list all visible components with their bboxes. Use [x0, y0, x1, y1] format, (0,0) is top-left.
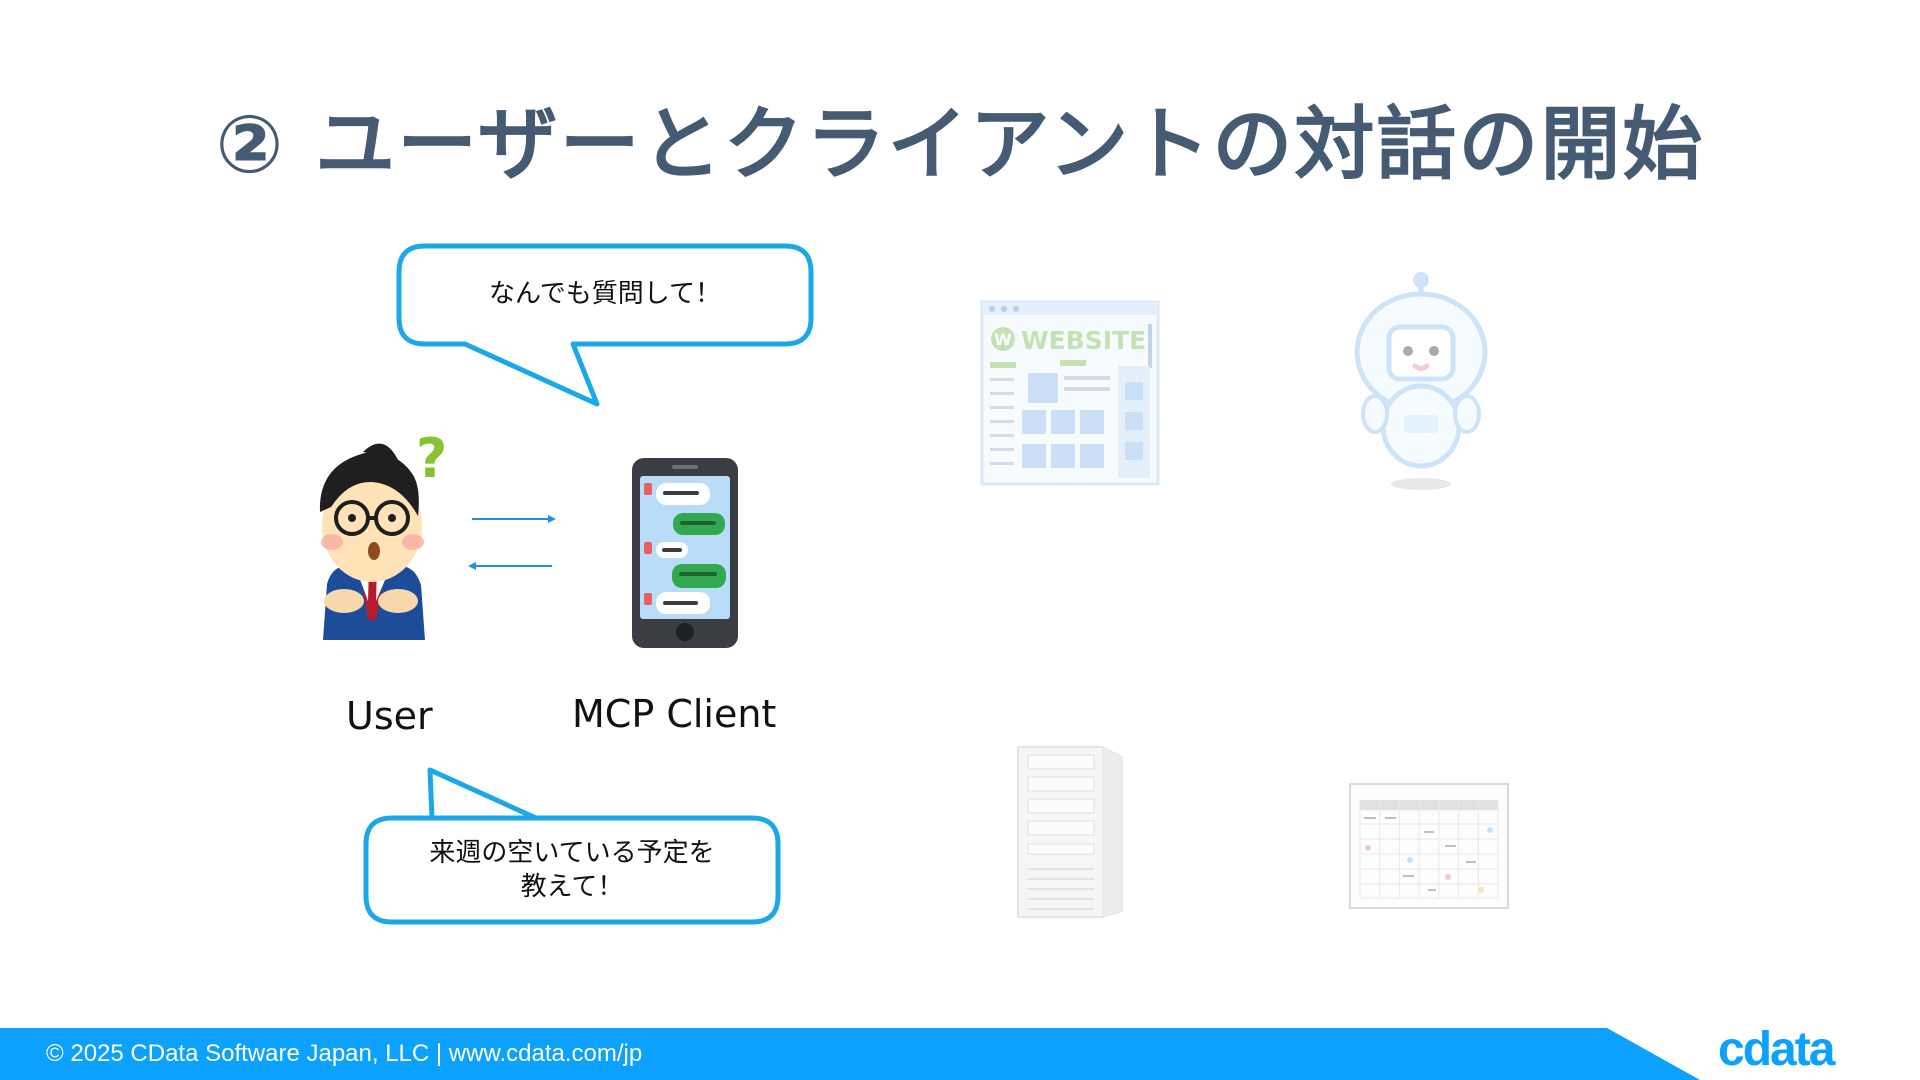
bottom-speech-bubble-line-2: 教えて！ — [520, 872, 624, 902]
top-speech-bubble-shape — [396, 243, 814, 407]
footer: © 2025 CData Software Japan, LLC | www.c… — [0, 1028, 1920, 1080]
user-avatar-icon: ? — [319, 427, 447, 640]
bottom-speech-bubble: 来週の空いている予定を 教えて！ — [362, 760, 782, 926]
question-mark: ? — [416, 427, 447, 490]
website-title: WEBSITE — [1021, 326, 1146, 355]
website-logo-letter: W — [994, 330, 1012, 349]
response-arrow-left — [468, 562, 552, 570]
copyright-text: © 2025 CData Software Japan, LLC | www.c… — [46, 1040, 643, 1067]
top-speech-bubble: なんでも質問して！ — [395, 242, 815, 412]
mcp-client-label: MCP Client — [572, 692, 777, 736]
bottom-speech-bubble-shape — [363, 767, 781, 925]
calendar-icon — [1349, 783, 1509, 909]
website-icon: W WEBSITE — [980, 300, 1160, 486]
mcp-client-phone-icon — [632, 458, 738, 648]
footer-bar — [0, 1028, 1700, 1080]
robot-icon — [1354, 272, 1488, 490]
slide-title: ② ユーザーとクライアントの対話の開始 — [215, 98, 1705, 191]
top-speech-bubble-text-area: なんでも質問して！ — [395, 248, 815, 340]
bottom-speech-bubble-text-area: 来週の空いている予定を 教えて！ — [362, 820, 782, 920]
server-icon — [1017, 746, 1123, 918]
user-label: User — [346, 694, 433, 738]
top-speech-bubble-text: なんでも質問して！ — [489, 279, 721, 309]
cdata-logo-text: cdata — [1718, 1028, 1836, 1076]
cdata-logo: cdata — [1718, 1028, 1838, 1076]
request-arrow-right — [472, 515, 556, 523]
bottom-speech-bubble-line-1: 来週の空いている予定を — [429, 838, 715, 868]
